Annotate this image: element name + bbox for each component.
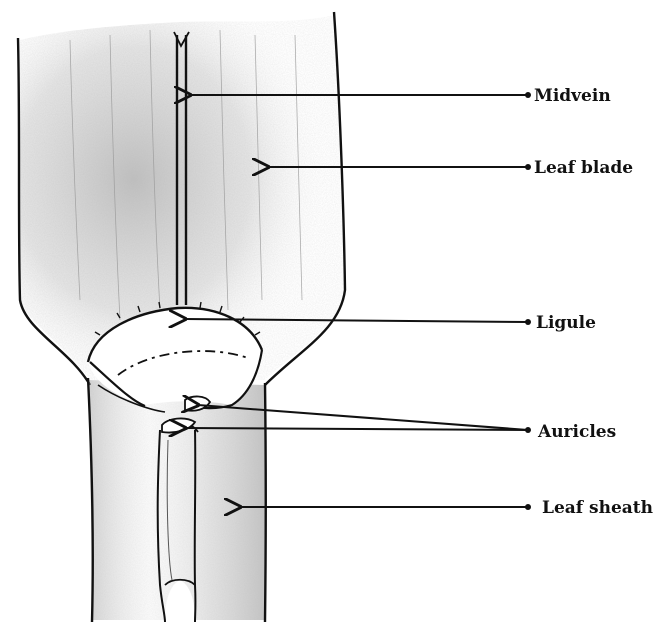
label-leaf-blade: Leaf blade: [534, 158, 633, 178]
leaf-sheath: [88, 378, 266, 622]
leader-dots: [525, 92, 531, 510]
label-auricles: Auricles: [537, 422, 616, 442]
label-midvein: Midvein: [534, 86, 611, 106]
label-leaf-sheath: Leaf sheath: [542, 498, 653, 518]
label-ligule: Ligule: [536, 313, 596, 333]
